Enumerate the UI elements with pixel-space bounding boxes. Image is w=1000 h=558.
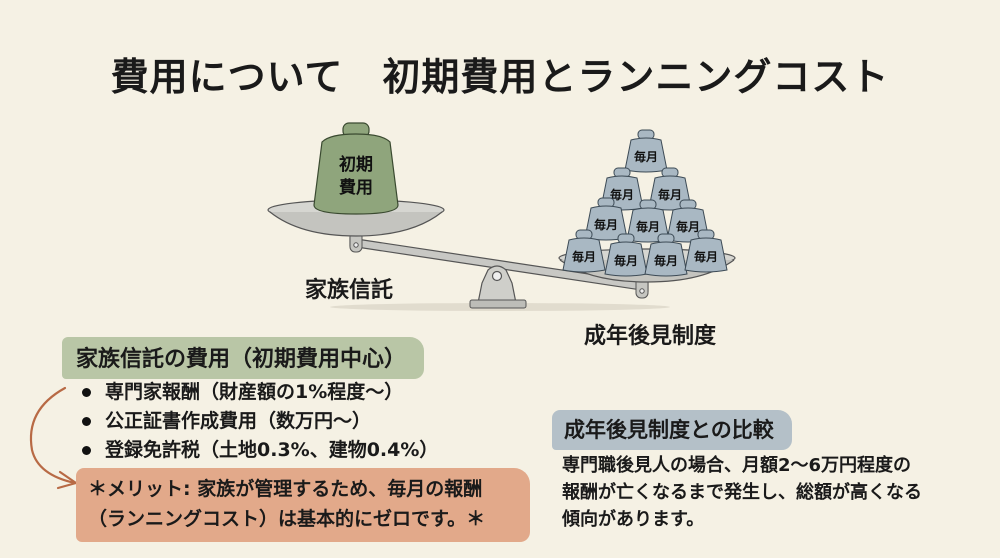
monthly-cost-weights: 毎月毎月毎月毎月毎月毎月毎月毎月毎月毎月 bbox=[562, 129, 728, 277]
monthly-weight: 毎月 bbox=[626, 199, 670, 243]
svg-text:初期: 初期 bbox=[339, 154, 373, 175]
monthly-weight: 毎月 bbox=[604, 233, 648, 277]
svg-text:毎月: 毎月 bbox=[658, 187, 682, 202]
monthly-weight: 毎月 bbox=[644, 233, 688, 277]
family-trust-label: 家族信託 bbox=[305, 278, 394, 303]
list-item: 公正証書作成費用（数万円～） bbox=[82, 407, 438, 436]
bullet-icon bbox=[82, 388, 91, 397]
svg-text:毎月: 毎月 bbox=[610, 187, 634, 202]
fulcrum bbox=[477, 265, 517, 304]
svg-text:毎月: 毎月 bbox=[636, 219, 660, 234]
comparison-heading: 成年後見制度との比較 bbox=[552, 410, 792, 450]
comparison-text: 専門職後見人の場合、月額2～6万円程度の 報酬が亡くなるまで発生し、総額が高くな… bbox=[562, 455, 922, 530]
svg-text:毎月: 毎月 bbox=[654, 253, 678, 268]
monthly-weight: 毎月 bbox=[624, 129, 668, 173]
bullet-icon bbox=[82, 417, 91, 426]
monthly-weight: 毎月 bbox=[600, 167, 644, 211]
svg-text:毎月: 毎月 bbox=[676, 219, 700, 234]
merit-note: ＊メリット: 家族が管理するため、毎月の報酬 （ランニングコスト）は基本的にゼロ… bbox=[76, 468, 530, 542]
svg-text:毎月: 毎月 bbox=[694, 249, 718, 264]
monthly-weight: 毎月 bbox=[584, 197, 628, 241]
guardianship-label: 成年後見制度 bbox=[584, 324, 717, 349]
svg-text:毎月: 毎月 bbox=[634, 149, 658, 164]
monthly-weight: 毎月 bbox=[684, 229, 728, 273]
list-item: 専門家報酬（財産額の1%程度～） bbox=[82, 378, 438, 407]
page-title: 費用について 初期費用とランニングコスト bbox=[110, 55, 890, 99]
svg-text:費用: 費用 bbox=[339, 177, 373, 198]
svg-text:毎月: 毎月 bbox=[594, 217, 618, 232]
initial-cost-weight: 初期 費用 bbox=[313, 122, 399, 215]
svg-text:毎月: 毎月 bbox=[572, 249, 596, 264]
bullet-icon bbox=[82, 446, 91, 455]
list-item: 登録免許税（土地0.3%、建物0.4%） bbox=[82, 436, 438, 465]
cost-list: 専門家報酬（財産額の1%程度～） 公正証書作成費用（数万円～） 登録免許税（土地… bbox=[82, 378, 438, 465]
monthly-weight: 毎月 bbox=[562, 229, 606, 273]
svg-text:毎月: 毎月 bbox=[614, 253, 638, 268]
family-trust-heading: 家族信託の費用（初期費用中心） bbox=[62, 337, 425, 379]
